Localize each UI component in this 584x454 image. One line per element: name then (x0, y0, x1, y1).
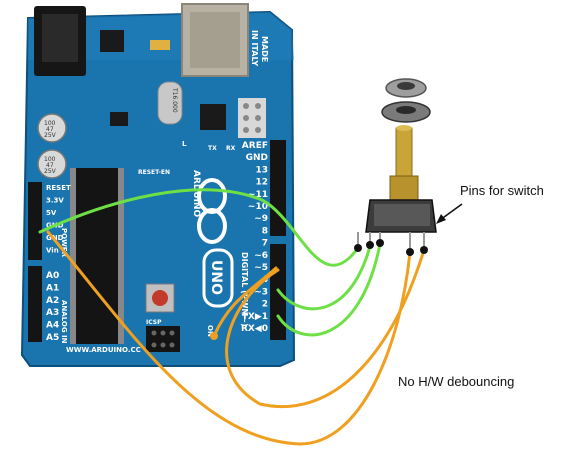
cap2-text-3: 25V (44, 168, 57, 175)
digital-pin-label-13: 2 (262, 300, 268, 310)
cap1-text-3: 25V (44, 132, 57, 139)
digital-pin-label-2: 13 (255, 165, 268, 175)
analog-pin-label-0: A0 (46, 271, 59, 281)
callout-arrow (436, 204, 462, 224)
analog-pin-label-5: A5 (46, 333, 59, 343)
analog-pin-label-3: A3 (46, 308, 59, 318)
pins-for-switch-label: Pins for switch (460, 183, 544, 198)
icsp-header-bottom (146, 326, 180, 352)
encoder-nut-hole (397, 82, 415, 90)
arduino-board: MADE IN ITALY 100 47 25V 100 47 25V T16.… (22, 4, 294, 366)
digital-pin-label-14: TX▶1 (242, 312, 268, 322)
l-label: L (182, 140, 187, 148)
usb-connector-face (190, 12, 240, 68)
digital-pin-label-10: ~5 (254, 263, 268, 273)
fuse-chip (150, 40, 170, 50)
made-label: MADE (260, 36, 269, 62)
usb-chip (200, 104, 226, 130)
no-debounce-label: No H/W debouncing (398, 374, 514, 389)
analog-pin-label-2: A2 (46, 296, 59, 306)
italy-label: IN ITALY (250, 30, 259, 66)
digital-pin-label-7: 8 (262, 226, 268, 236)
power-pin-label-5: Vin (46, 247, 59, 255)
digital-pin-label-1: GND (246, 153, 268, 163)
digital-pin-label-15: RX◀0 (241, 324, 268, 334)
analog-pin-label-4: A4 (46, 321, 59, 331)
digital-pin-label-9: ~6 (254, 251, 268, 261)
chip-small (110, 112, 128, 126)
digital-pin-label-3: 12 (255, 178, 268, 188)
power-pin-label-0: RESET (46, 184, 71, 192)
dc-jack-inner (42, 14, 78, 62)
capacitor-1: 100 47 25V (38, 114, 66, 142)
digital-pin-label-8: 7 (262, 239, 268, 249)
capacitor-2: 100 47 25V (38, 150, 66, 178)
icsp-header-top (238, 98, 266, 138)
arduino-wordmark: ARDUINO (191, 170, 201, 218)
digital-pin-label-5: ~10 (248, 202, 268, 212)
crystal-text: T16.000 (171, 87, 178, 113)
tx-label: TX (208, 145, 217, 152)
rx-label: RX (226, 145, 236, 152)
encoder-washer-hole (396, 106, 416, 114)
rotary-encoder (358, 79, 436, 248)
analog-label: ANALOG IN (60, 300, 68, 344)
reset-en-label: RESET-EN (138, 169, 170, 176)
analog-pin-label-1: A1 (46, 283, 59, 293)
power-pin-label-1: 3.3V (46, 197, 64, 205)
regulator (100, 30, 124, 52)
encoder-pin-tips (354, 239, 428, 256)
reset-button (146, 284, 174, 312)
icsp-label: ICSP (146, 319, 162, 326)
digital-pin-label-6: ~9 (254, 214, 268, 224)
digital-pin-label-0: AREF (242, 141, 268, 151)
uno-text: UNO (208, 260, 224, 295)
power-pin-label-2: 5V (46, 209, 57, 217)
url-label: WWW.ARDUINO.CC (66, 346, 141, 354)
encoder-bushing (390, 176, 418, 200)
